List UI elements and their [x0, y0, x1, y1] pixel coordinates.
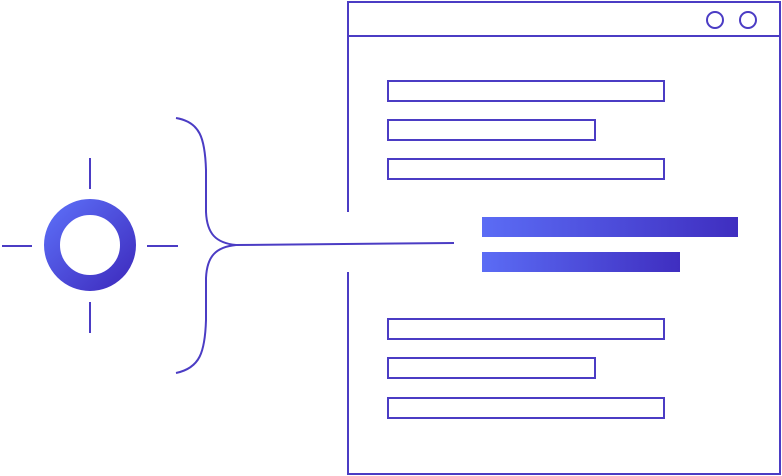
crosshair-target-icon — [2, 158, 178, 333]
placeholder-line — [387, 357, 596, 379]
window-control-circle-icon — [706, 11, 724, 29]
browser-window — [347, 1, 781, 475]
window-frame — [347, 1, 781, 475]
placeholder-line — [387, 158, 665, 180]
window-control-circle-icon — [739, 11, 757, 29]
curly-brace-icon — [175, 117, 237, 374]
placeholder-line — [387, 397, 665, 419]
placeholder-line — [387, 119, 596, 141]
placeholder-line — [387, 318, 665, 340]
highlighted-line — [482, 217, 738, 237]
connector-line — [235, 242, 455, 246]
target-ring — [44, 199, 136, 291]
highlighted-line — [482, 252, 680, 272]
placeholder-line — [387, 80, 665, 102]
